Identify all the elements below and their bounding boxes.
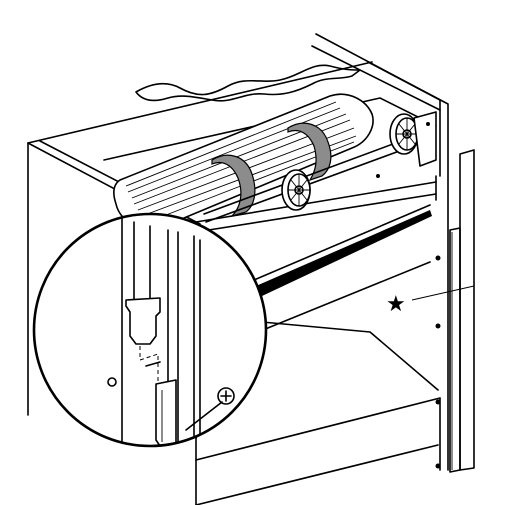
callout-star: ★ [386,285,475,317]
screw-hole-2 [435,323,441,329]
star-marker: ★ [386,292,406,317]
screw-hole-4 [435,463,441,469]
pin-hole [107,377,117,387]
screw-hole-1 [435,255,441,261]
roller-blind [113,93,374,231]
screw-hole-3 [435,399,441,405]
screw-icon [217,387,235,405]
strap-left [211,154,256,218]
break-line [135,64,361,102]
strap-right [287,122,332,182]
right-bracket [376,111,437,178]
right-frame [435,149,475,473]
diagonal-shadow-edge [256,210,432,296]
roller-rod [203,133,425,223]
detail-magnifier [32,212,268,448]
spool-wheel-left [281,169,311,211]
clip-hook [125,297,161,345]
cabinet-top-panel [27,33,449,471]
